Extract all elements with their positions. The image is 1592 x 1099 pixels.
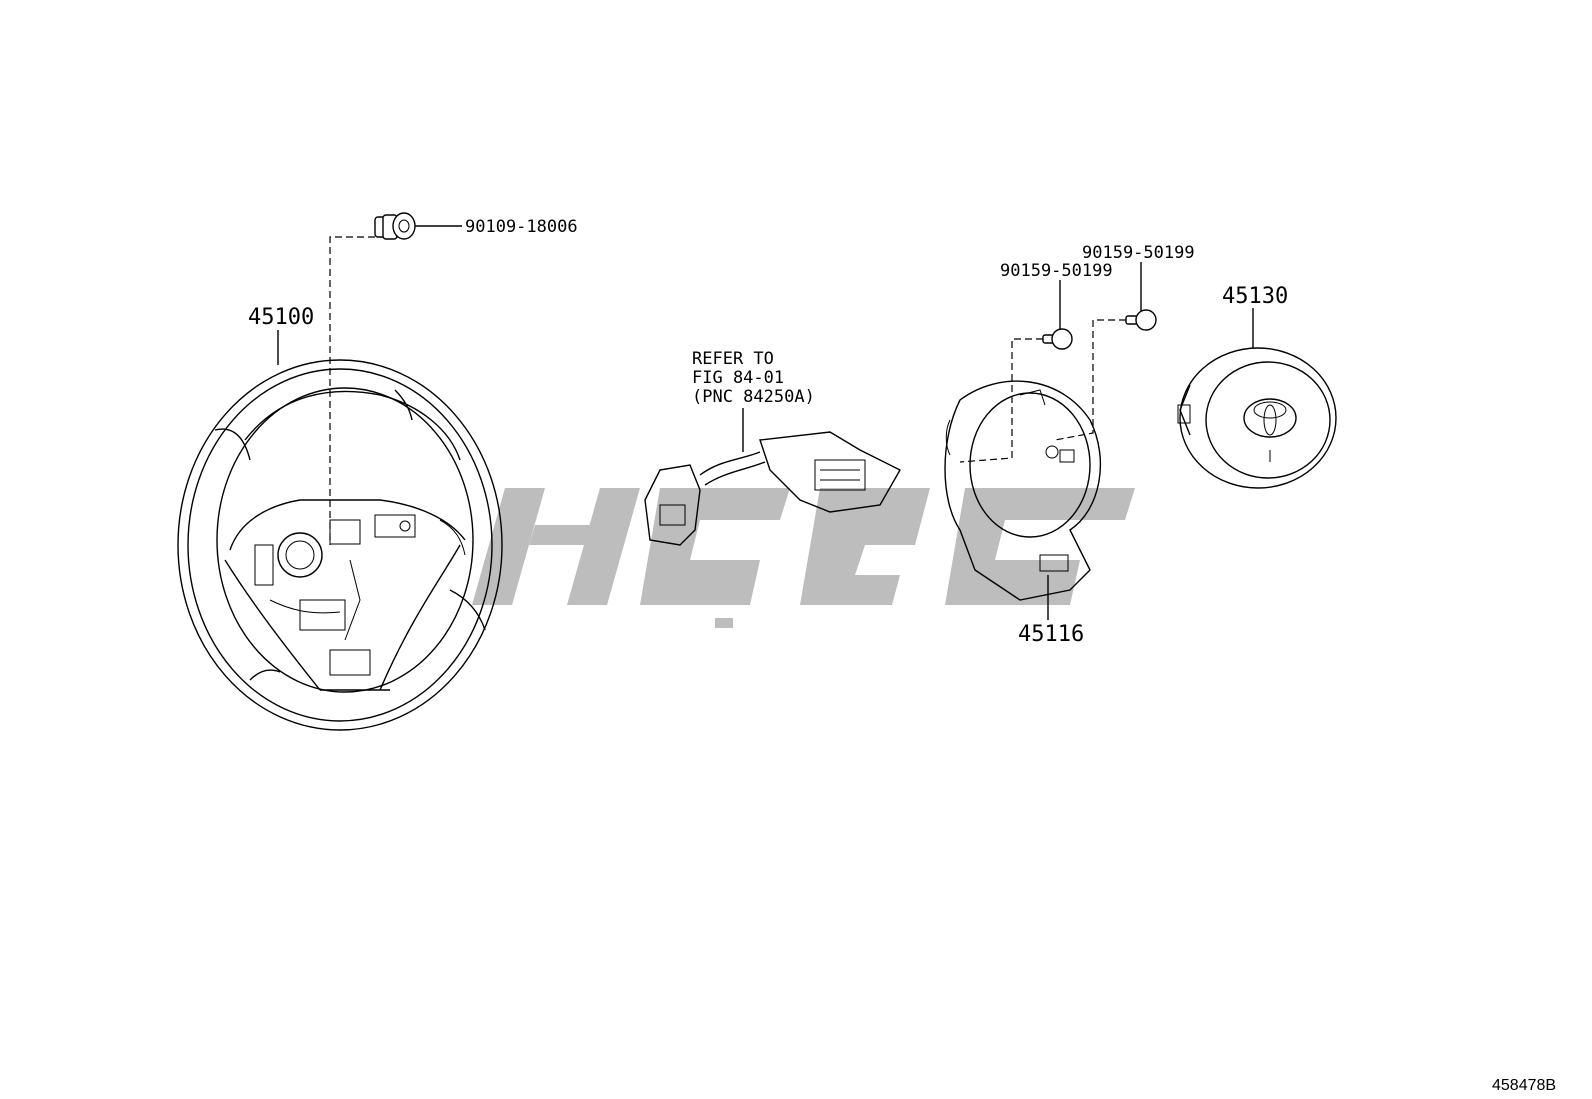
label-screw-left: 90159-50199	[1000, 261, 1113, 281]
screw-right-icon	[1125, 309, 1157, 331]
label-refer-line2: FIG 84-01	[692, 368, 784, 388]
label-refer-line1: REFER TO	[692, 349, 774, 369]
label-screw-right: 90159-50199	[1082, 243, 1195, 263]
label-45116: 45116	[1018, 622, 1084, 647]
label-refer-line3: (PNC 84250A)	[692, 387, 815, 407]
label-90109-18006: 90109-18006	[465, 217, 578, 237]
figure-id: 458478B	[1492, 1077, 1556, 1094]
bolt-icon	[374, 212, 416, 240]
toyota-logo-icon	[1243, 398, 1297, 438]
screw-left-icon	[1042, 328, 1073, 350]
airbag-module	[1177, 347, 1337, 489]
steering-cover	[944, 380, 1102, 601]
watermark-logo	[472, 488, 1135, 628]
label-45130: 45130	[1222, 284, 1288, 309]
steering-switch	[644, 431, 901, 546]
label-45100: 45100	[248, 305, 314, 330]
steering-wheel	[177, 359, 503, 731]
